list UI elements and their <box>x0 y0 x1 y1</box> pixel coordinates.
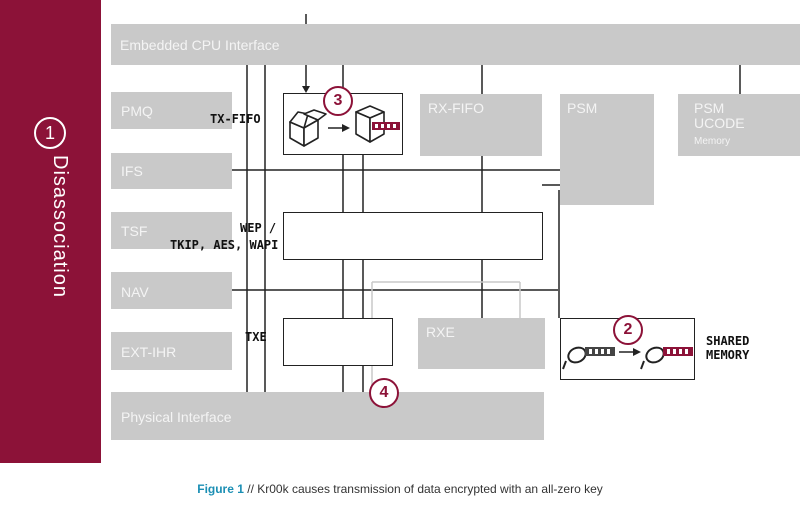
pmq-block: PMQ <box>111 92 232 129</box>
sidebar-label: Disassociation <box>49 155 71 298</box>
physical-interface-block: Physical Interface <box>111 392 544 440</box>
ext-ihr-block: EXT-IHR <box>111 332 232 370</box>
step-1-badge: 1 <box>34 117 66 149</box>
shared-memory-label-line2: MEMORY <box>706 348 750 362</box>
wep-label-line1: WEP / <box>240 221 277 235</box>
txe-label: TXE <box>245 330 267 344</box>
ifs-block: IFS <box>111 153 232 189</box>
tsf-block: TSF <box>111 212 232 249</box>
cpu-interface-label: Embedded CPU Interface <box>120 37 280 53</box>
psm-ucode-label: PSM UCODE <box>694 100 745 131</box>
pmq-label: PMQ <box>121 103 153 119</box>
ext-ihr-label: EXT-IHR <box>121 344 177 360</box>
shared-memory-label-line1: SHARED <box>706 334 750 348</box>
rxe-label: RXE <box>426 324 455 340</box>
wep-label-line2: TKIP, AES, WAPI <box>170 238 279 252</box>
nav-block: NAV <box>111 272 232 309</box>
rx-fifo-block: RX-FIFO <box>420 94 542 156</box>
tx-fifo-label: TX-FIFO <box>210 112 261 126</box>
psm-ucode-sublabel: Memory <box>694 136 731 147</box>
rx-fifo-label: RX-FIFO <box>428 100 484 116</box>
psm-ucode-block: PSM UCODE Memory <box>678 94 800 156</box>
cpu-interface-block: Embedded CPU Interface <box>111 24 800 65</box>
figure-number: Figure 1 <box>197 482 244 496</box>
tsf-label: TSF <box>121 223 148 239</box>
data-packets-icon <box>289 105 400 147</box>
ifs-label: IFS <box>121 163 143 179</box>
caption-text: // Kr00k causes transmission of data enc… <box>243 482 603 496</box>
step-4-badge: 4 <box>369 378 399 408</box>
step-2-badge: 2 <box>613 315 643 345</box>
wep-block <box>283 212 543 260</box>
step-3-badge: 3 <box>323 86 353 116</box>
txe-block <box>283 318 393 366</box>
physical-interface-label: Physical Interface <box>121 409 232 425</box>
psm-block: PSM <box>560 94 654 205</box>
keys-icon <box>562 346 693 370</box>
sidebar: 1 Disassociation <box>0 0 101 463</box>
figure-caption: Figure 1 // Kr00k causes transmission of… <box>0 482 800 496</box>
psm-label: PSM <box>567 100 598 116</box>
nav-label: NAV <box>121 284 149 300</box>
rxe-block: RXE <box>418 318 545 369</box>
